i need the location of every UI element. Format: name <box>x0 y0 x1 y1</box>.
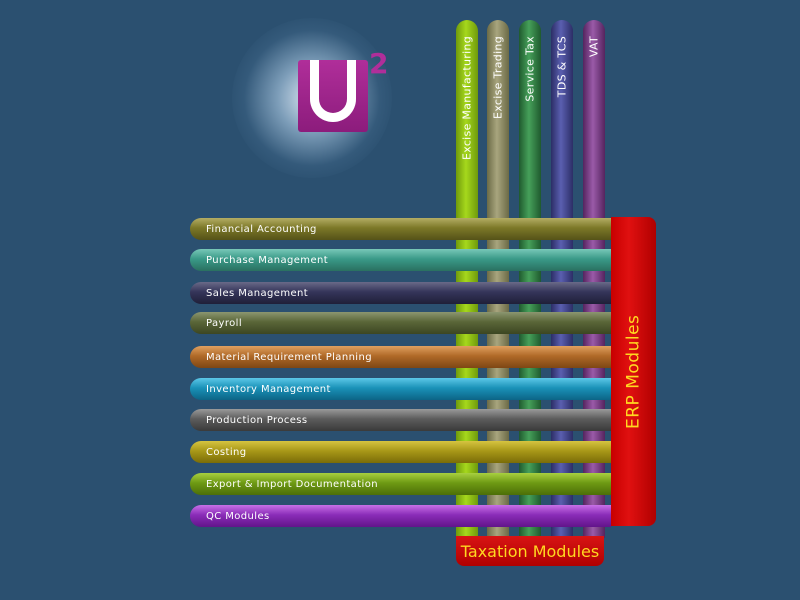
erp-module-purchase-management[interactable]: Purchase Management <box>190 249 611 271</box>
erp-module-material-requirement-planning[interactable]: Material Requirement Planning <box>190 346 611 368</box>
tax-module-label: VAT <box>587 36 601 58</box>
erp-module-qc-modules[interactable]: QC Modules <box>190 505 611 527</box>
tax-module-vat[interactable]: VAT <box>583 20 605 538</box>
taxation-modules-label: Taxation Modules <box>456 536 604 566</box>
erp-module-export-import-documentation[interactable]: Export & Import Documentation <box>190 473 611 495</box>
tax-module-label: Excise Trading <box>491 36 505 119</box>
erp-modules-label: ERP Modules <box>623 314 644 429</box>
tax-module-label: Excise Manufacturing <box>460 36 474 161</box>
logo-superscript: 2 <box>369 47 389 80</box>
tax-module-excise-manufacturing[interactable]: Excise Manufacturing <box>456 20 478 538</box>
erp-module-costing[interactable]: Costing <box>190 441 611 463</box>
tax-module-tds-tcs[interactable]: TDS & TCS <box>551 20 573 538</box>
logo-letter-u-shape <box>310 60 356 122</box>
tax-module-label: TDS & TCS <box>555 36 569 98</box>
u2-logo <box>298 60 368 132</box>
tax-module-excise-trading[interactable]: Excise Trading <box>487 20 509 538</box>
erp-module-inventory-management[interactable]: Inventory Management <box>190 378 611 400</box>
erp-module-sales-management[interactable]: Sales Management <box>190 282 611 304</box>
erp-module-payroll[interactable]: Payroll <box>190 312 611 334</box>
erp-module-production-process[interactable]: Production Process <box>190 409 611 431</box>
erp-modules-group: ERP Modules <box>611 217 656 526</box>
tax-module-label: Service Tax <box>523 36 537 102</box>
erp-module-financial-accounting[interactable]: Financial Accounting <box>190 218 611 240</box>
tax-module-service-tax[interactable]: Service Tax <box>519 20 541 538</box>
